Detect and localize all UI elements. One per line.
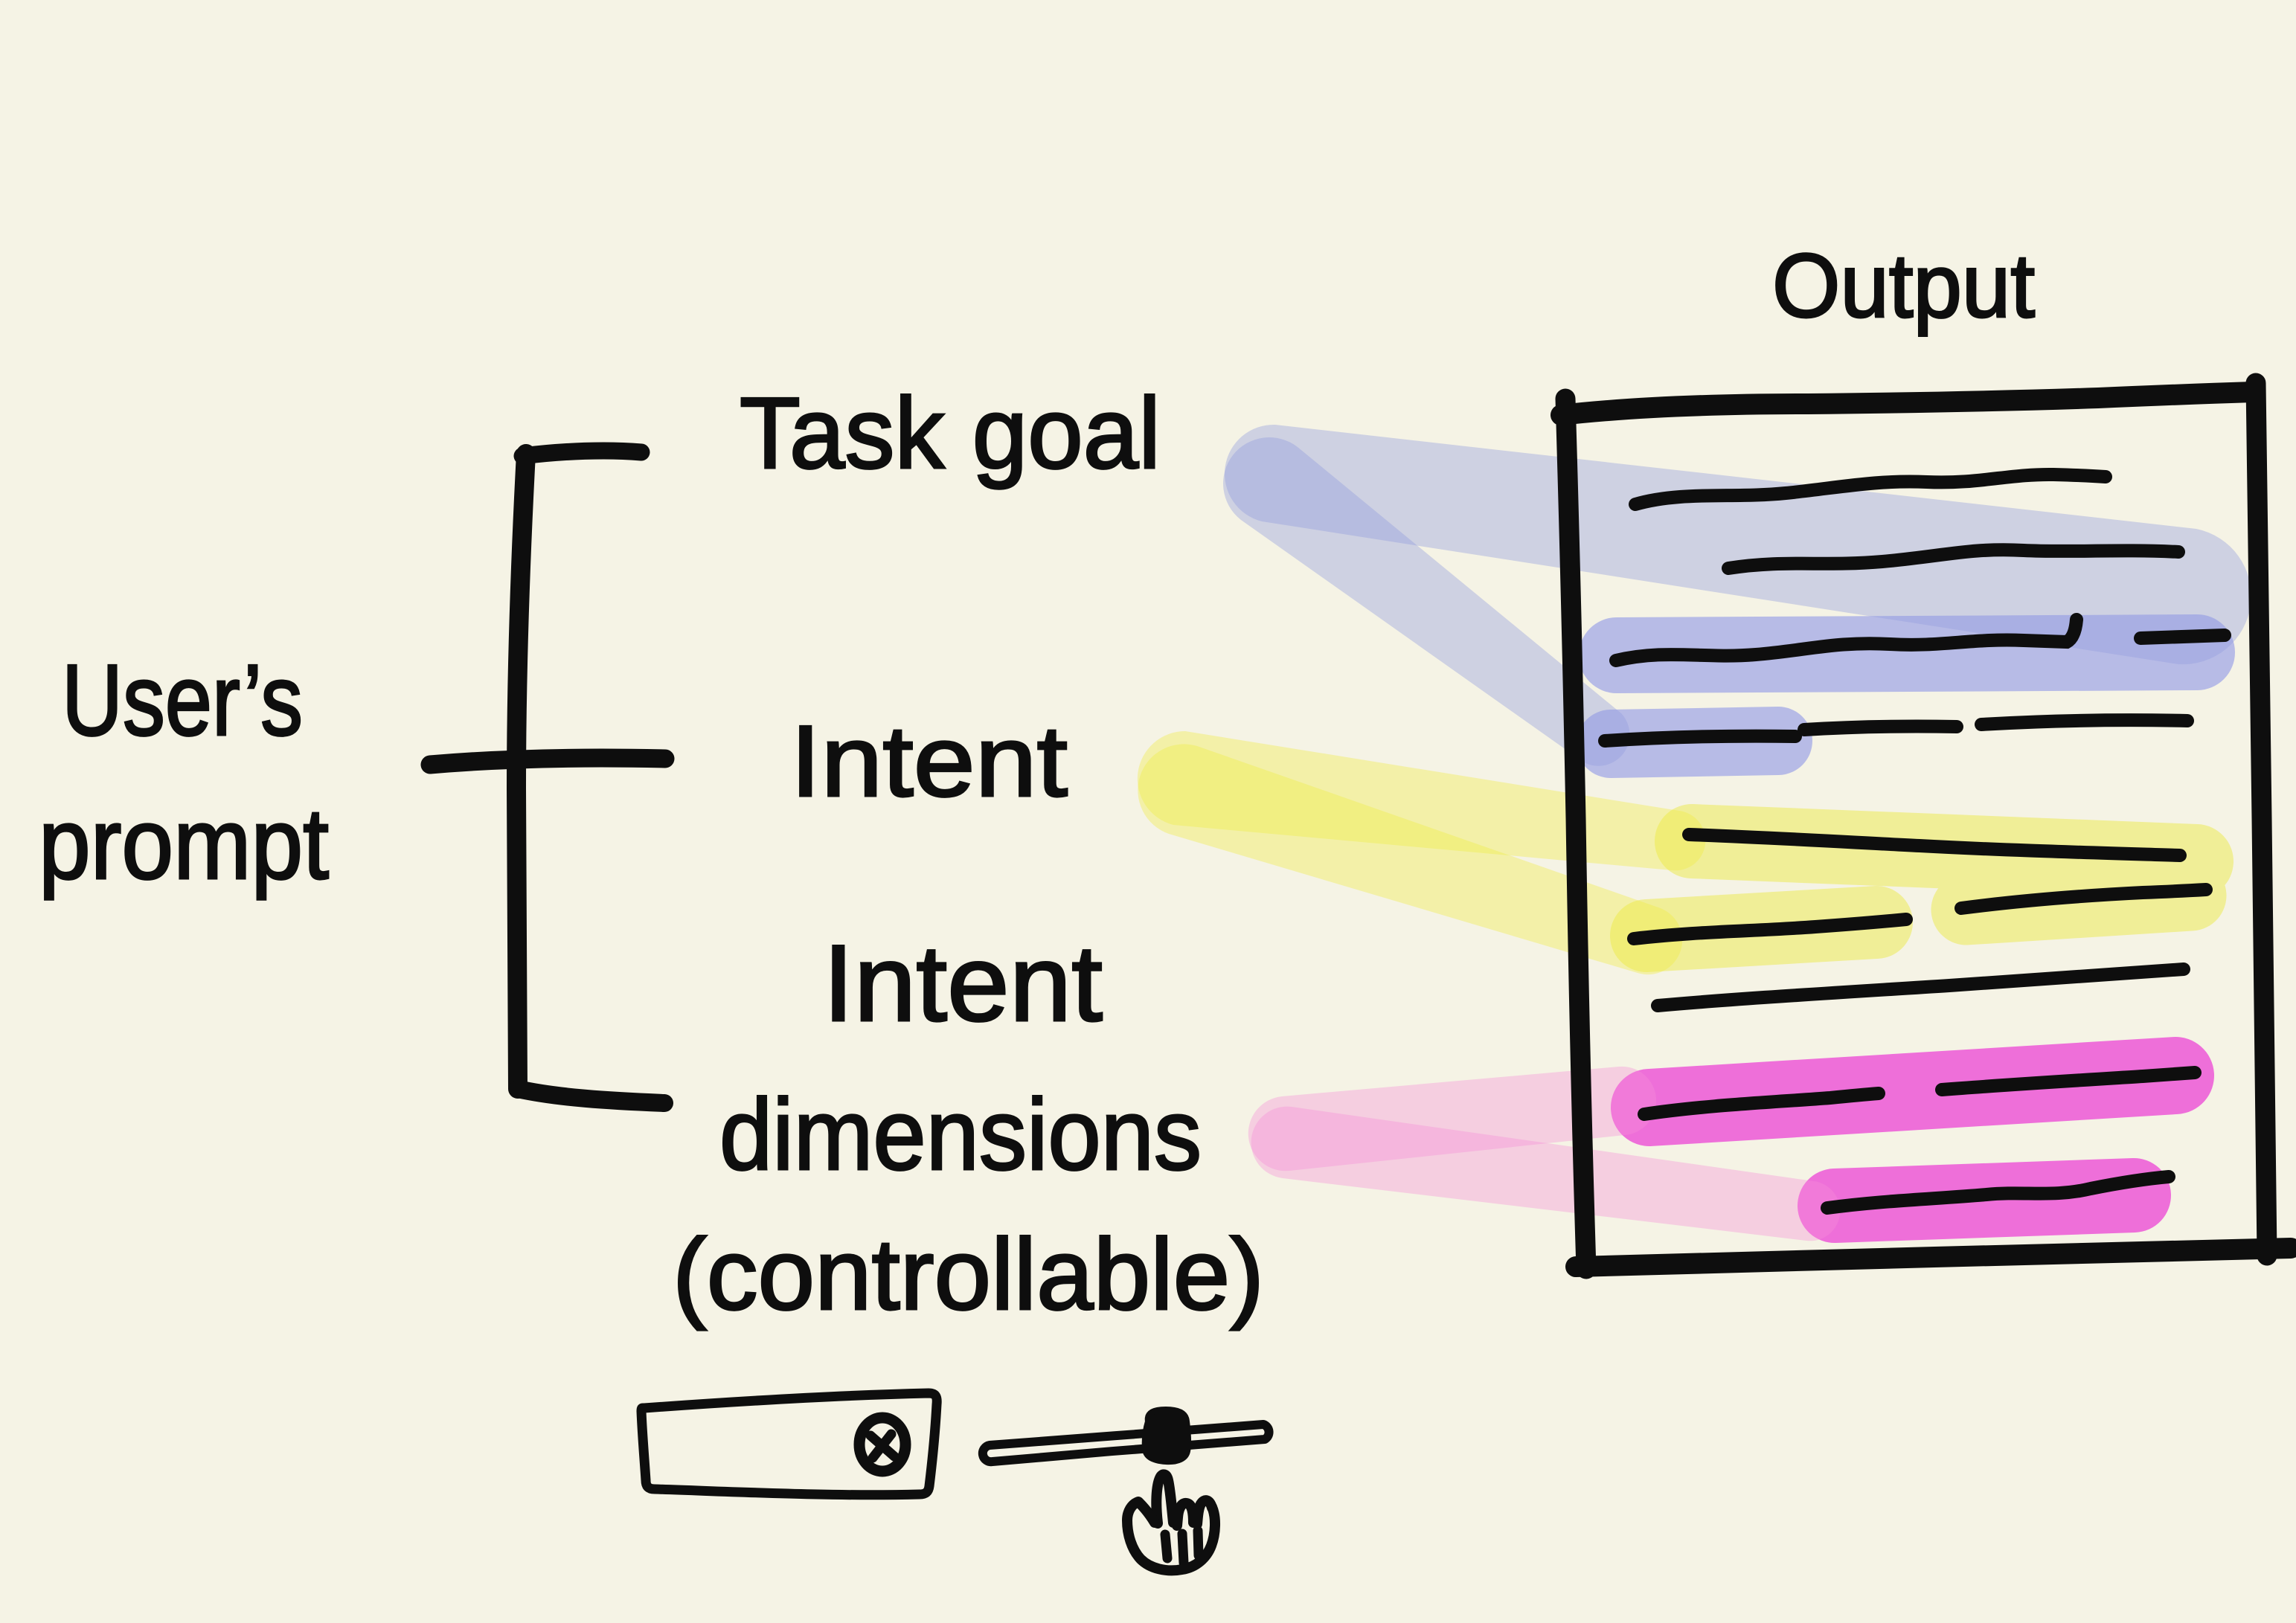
svg-text:Intent: Intent: [790, 704, 1068, 817]
svg-text:Task goal: Task goal: [740, 376, 1161, 489]
svg-text:Output: Output: [1772, 235, 2035, 336]
svg-text:dimensions: dimensions: [719, 1078, 1202, 1191]
svg-text:Intent: Intent: [823, 922, 1103, 1044]
svg-text:(controllable): (controllable): [673, 1218, 1264, 1331]
svg-text:User’s: User’s: [62, 643, 303, 756]
svg-text:prompt: prompt: [39, 787, 329, 900]
